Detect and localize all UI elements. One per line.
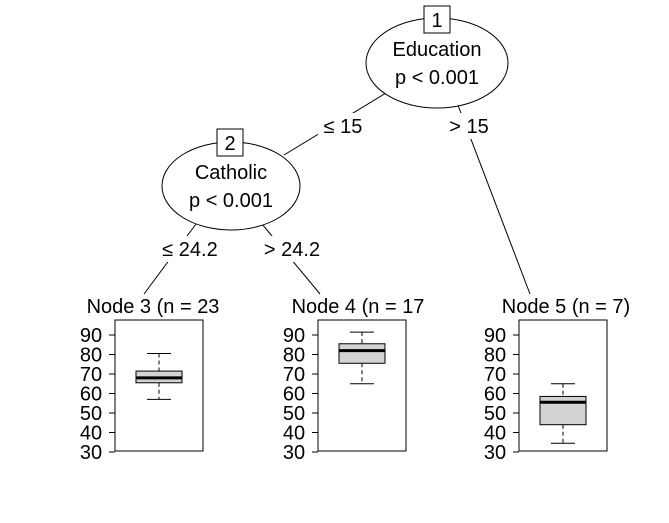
y-tick-label: 90 bbox=[484, 325, 506, 347]
inner-node-2: 2 Catholic p < 0.001 bbox=[161, 128, 301, 231]
y-tick-label: 80 bbox=[283, 345, 305, 367]
y-tick-label: 70 bbox=[283, 364, 305, 386]
node-variable-1: Education bbox=[393, 39, 482, 61]
node-id-1: 1 bbox=[431, 10, 442, 32]
y-tick-label: 70 bbox=[484, 364, 506, 386]
y-tick-label: 90 bbox=[283, 325, 305, 347]
y-tick-label: 80 bbox=[484, 345, 506, 367]
edge-label-2-4: > 24.2 bbox=[264, 239, 320, 261]
y-tick-label: 30 bbox=[484, 442, 506, 464]
node-id-2: 2 bbox=[224, 133, 235, 155]
y-tick-label: 50 bbox=[283, 403, 305, 425]
y-tick-label: 60 bbox=[484, 384, 506, 406]
node-pvalue-2: p < 0.001 bbox=[189, 190, 273, 212]
y-tick-label: 60 bbox=[80, 384, 102, 406]
edge-label-1-2: ≤ 15 bbox=[324, 116, 363, 138]
y-tick-label: 30 bbox=[80, 442, 102, 464]
y-tick-label: 50 bbox=[80, 403, 102, 425]
node-pvalue-1: p < 0.001 bbox=[395, 67, 479, 89]
y-tick-label: 40 bbox=[484, 423, 506, 445]
y-tick-label: 50 bbox=[484, 403, 506, 425]
node-variable-2: Catholic bbox=[195, 162, 267, 184]
edge-label-1-5: > 15 bbox=[449, 116, 488, 138]
y-tick-label: 60 bbox=[283, 384, 305, 406]
box-iqr bbox=[539, 395, 587, 426]
edge-label-2-3: ≤ 24.2 bbox=[162, 239, 217, 261]
node-title-3: Node 3 (n = 23 bbox=[87, 296, 220, 318]
y-tick-label: 80 bbox=[80, 345, 102, 367]
y-tick-label: 90 bbox=[80, 325, 102, 347]
node-title-4: Node 4 (n = 17 bbox=[292, 296, 425, 318]
y-tick-label: 70 bbox=[80, 364, 102, 386]
y-tick-label: 40 bbox=[80, 423, 102, 445]
box-iqr bbox=[338, 343, 386, 364]
node-title-5: Node 5 (n = 7) bbox=[502, 296, 630, 318]
y-tick-label: 40 bbox=[283, 423, 305, 445]
y-tick-label: 30 bbox=[283, 442, 305, 464]
inner-node-1: 1 Education p < 0.001 bbox=[365, 5, 509, 109]
